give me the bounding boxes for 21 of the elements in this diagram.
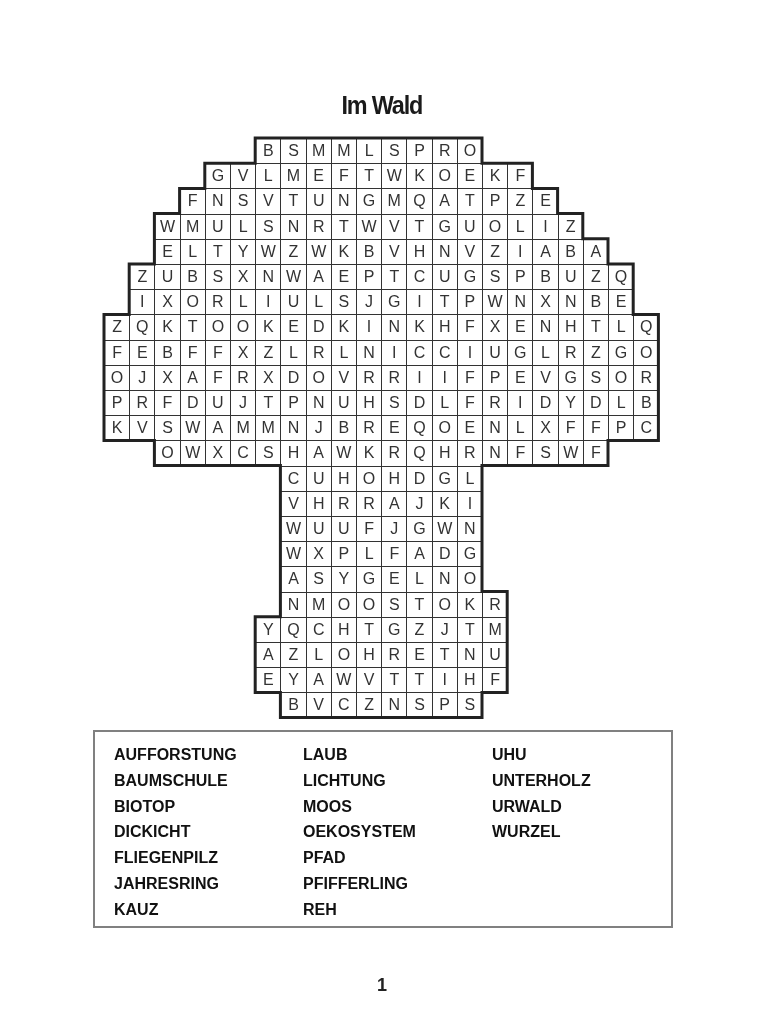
word-list-panel [93, 730, 673, 928]
page-title: Im Wald [341, 89, 423, 122]
word-list-item: UNTERHOLZ [492, 770, 591, 791]
word-list-item: MOOS [303, 796, 352, 817]
word-list-item: JAHRESRING [114, 874, 219, 894]
word-list-item: BAUMSCHULE [114, 770, 228, 791]
word-list-item: KAUZ [114, 899, 159, 920]
word-list-item: OEKOSYSTEM [303, 822, 416, 843]
word-list-item: LICHTUNG [303, 770, 386, 791]
word-list-item: BIOTOP [114, 796, 176, 817]
word-list-item: FLIEGENPILZ [114, 848, 218, 869]
page-number: 1 [377, 974, 387, 997]
word-list-item: AUFFORSTUNG [114, 745, 237, 765]
word-list-item: PFAD [303, 848, 346, 869]
word-list-item: PFIFFERLING [303, 874, 408, 894]
word-list-item: DICKICHT [114, 822, 191, 843]
word-list-item: REH [303, 899, 337, 920]
word-list-item: WURZEL [492, 822, 561, 843]
word-list-item: LAUB [303, 745, 348, 765]
word-list-item: UHU [492, 745, 527, 765]
word-list-item: URWALD [492, 796, 562, 817]
